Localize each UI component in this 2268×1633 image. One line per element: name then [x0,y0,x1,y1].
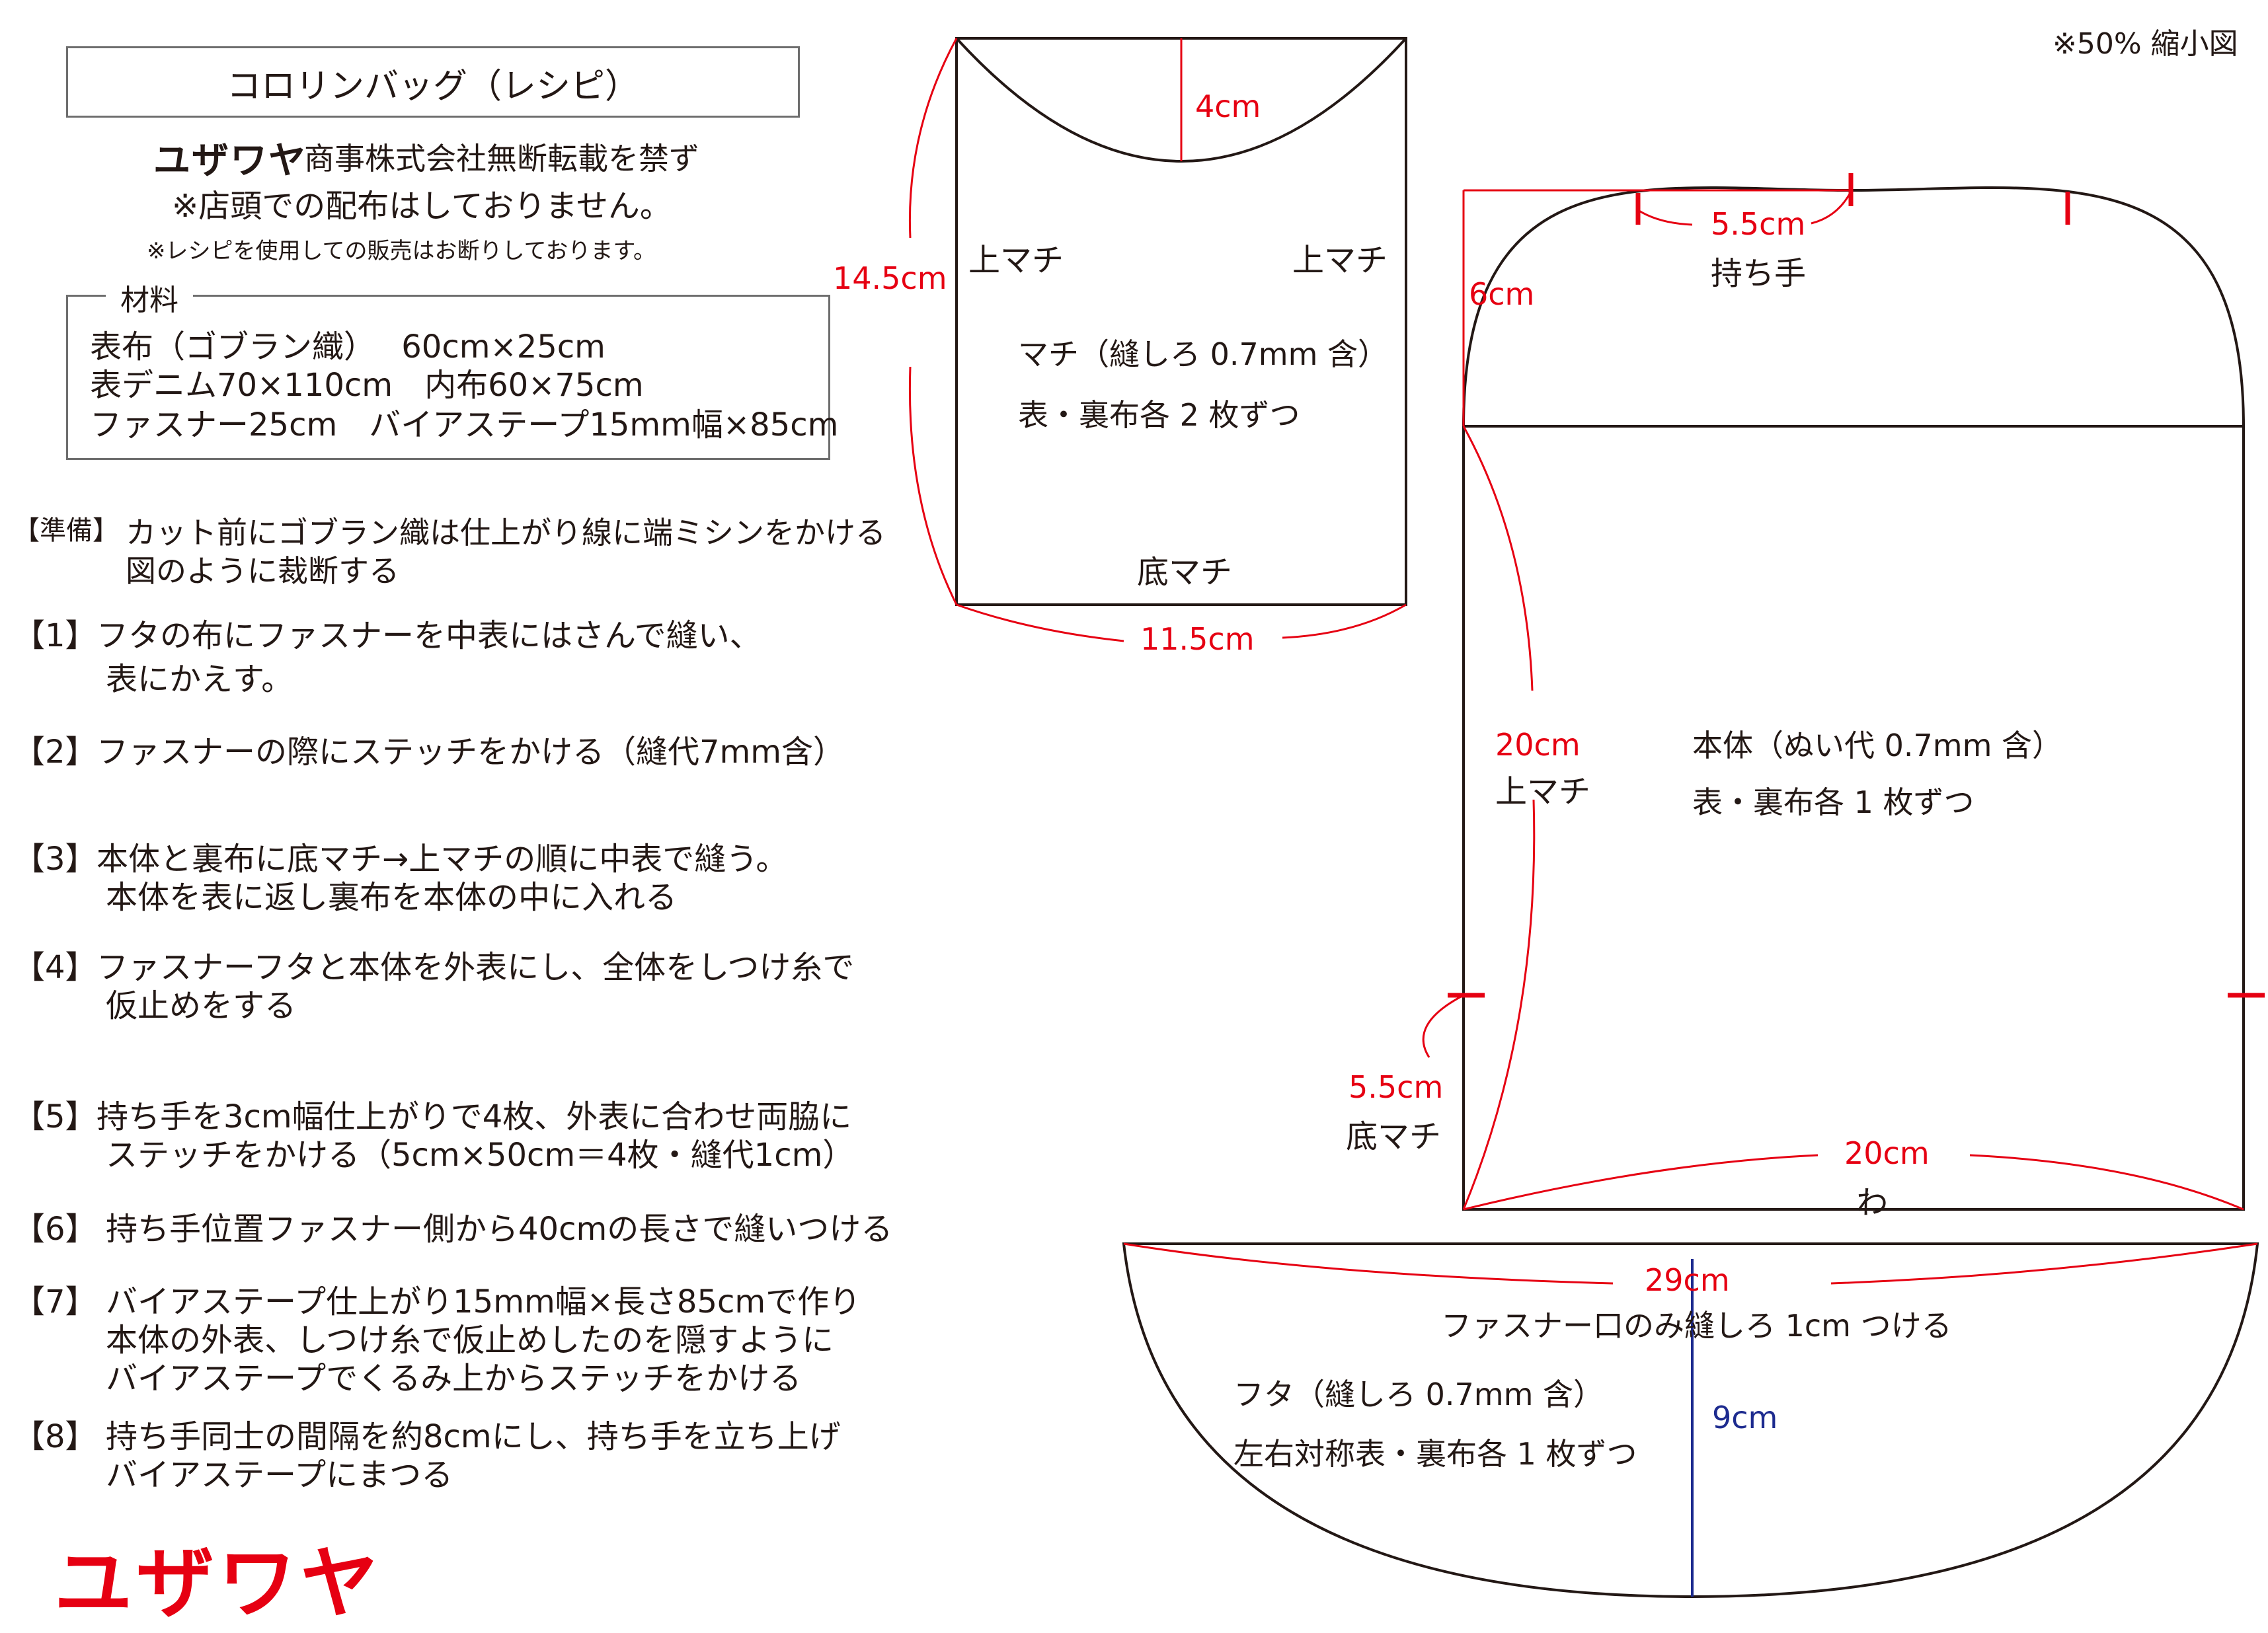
body-bottom-arc-right [1969,1154,2244,1211]
step-line: カット前にゴブラン織は仕上がり線に端ミシンをかける [126,515,886,551]
step-line: 本体と裏布に底マチ→上マチの順に中表で縫う。 [97,841,788,878]
step-line: 持ち手を3cm幅仕上がりで4枚、外表に合わせ両脇に [97,1098,852,1135]
materials-item: 表布（ゴブラン織） 60cm×25cm [90,328,606,365]
step-tag: 【3】 [13,841,97,878]
step-line: 仮止めをする [106,987,297,1024]
body-top-height-label: 6cm [1469,276,1535,312]
materials-item: ファスナー25cm バイアステープ15mm幅×85cm [90,406,839,443]
step-line: フタの布にファスナーを中表にはさんで縫い、 [97,617,762,654]
no-sale-notice: ※レシピを使用しての販売はお断りしております。 [147,238,656,264]
body-caption: 表・裏布各 1 枚ずつ [1692,784,1975,820]
body-side-arc-bottom [1462,799,1536,1210]
step-line: バイアステープ仕上がり15mm幅×長さ85cmで作り [106,1283,861,1320]
step-line: 持ち手同士の間隔を約8cmにし、持ち手を立ち上げ [106,1418,841,1455]
body-side-arc-top [1462,426,1534,691]
step-line: 持ち手位置ファスナー側から40cmの長さで縫いつける [106,1211,893,1248]
step-line: ファスナーフタと本体を外表にし、全体をしつけ糸で [97,949,855,986]
step-line: 本体を表に返し裏布を本体の中に入れる [106,879,678,916]
machi-bottom-label: 底マチ [1137,554,1233,591]
handle-label: 持ち手 [1711,255,1807,292]
machi-upper-left-label: 上マチ [968,242,1064,279]
body-bottom-width-label: 20cm [1844,1135,1930,1171]
materials-item: 表デニム70×110cm 内布60×75cm [90,367,644,404]
machi-width-arc-right [1282,603,1407,639]
scale-note: ※50% 縮小図 [2053,27,2238,61]
corner-length-label: 5.5cm [1349,1069,1444,1105]
handle-width-arc-right [1811,191,1852,225]
machi-upper-right-label: 上マチ [1292,242,1388,279]
step-line: 本体の外表、しつけ糸で仮止めしたのを隠すように [106,1322,834,1359]
step-line: バイアステープにまつる [106,1457,453,1494]
brand-inline-logo: ユザワヤ [153,139,307,182]
step-tag: 【2】 [13,734,97,771]
machi-height-arc-top [908,38,958,239]
machi-caption: 表・裏布各 2 枚ずつ [1018,397,1300,433]
step-line: 図のように裁断する [126,553,399,589]
copyright-notice: 商事株式会社無断転載を禁ず [304,141,699,176]
handle-width-label: 5.5cm [1711,206,1806,242]
step-tag: 【1】 [13,617,97,654]
step-line: ファスナーの際にステッチをかける（縫代7mm含） [97,734,845,771]
no-distribution-notice: ※店頭での配布はしておりません。 [172,188,672,225]
body-side-length-label: 20cm [1495,727,1581,763]
step-tag: 【準備】 [13,515,119,546]
machi-width-label: 11.5cm [1140,621,1255,657]
corner-arc [1422,994,1464,1058]
step-tag: 【4】 [13,949,97,986]
step-line: バイアステープでくるみ上からステッチをかける [106,1360,802,1397]
corner-label: 底マチ [1346,1118,1442,1155]
body-bottom-arc-left [1463,1154,1818,1211]
body-outline [1462,186,2245,1211]
materials-label: 材料 [106,276,193,319]
step-tag: 【8】 [13,1418,97,1455]
machi-caption: マチ（縫しろ 0.7mm 含） [1018,336,1389,372]
machi-height-arc-bottom [908,366,958,605]
page-title: コロリンバッグ（レシピ） [226,67,639,106]
flap-depth-label: 9cm [1712,1400,1778,1435]
flap-width-arc-left [1123,1242,1614,1285]
flap-width-arc-right [1830,1242,2258,1285]
handle-width-arc-left [1637,209,1693,226]
fold-label: わ [1856,1184,1889,1221]
machi-width-arc-left [956,603,1124,642]
title-box [66,46,800,118]
step-tag: 【6】 [13,1211,97,1248]
machi-height-label: 14.5cm [833,260,947,296]
step-tag: 【5】 [13,1098,97,1135]
step-tag: 【7】 [13,1283,97,1320]
flap-note: ファスナー口のみ縫しろ 1cm つける [1441,1308,1952,1344]
flap-width-label: 29cm [1645,1262,1730,1298]
flap-caption: フタ（縫しろ 0.7mm 含） [1233,1377,1604,1412]
step-line: ステッチをかける（5cm×50cm＝4枚・縫代1cm） [106,1137,855,1174]
body-caption: 本体（ぬい代 0.7mm 含） [1692,728,2063,763]
body-side-label: 上マチ [1495,773,1591,810]
flap-caption: 左右対称表・裏布各 1 枚ずつ [1233,1436,1637,1472]
step-line: 表にかえす。 [106,661,293,698]
machi-depth-label: 4cm [1195,89,1261,124]
materials-box [66,295,830,460]
